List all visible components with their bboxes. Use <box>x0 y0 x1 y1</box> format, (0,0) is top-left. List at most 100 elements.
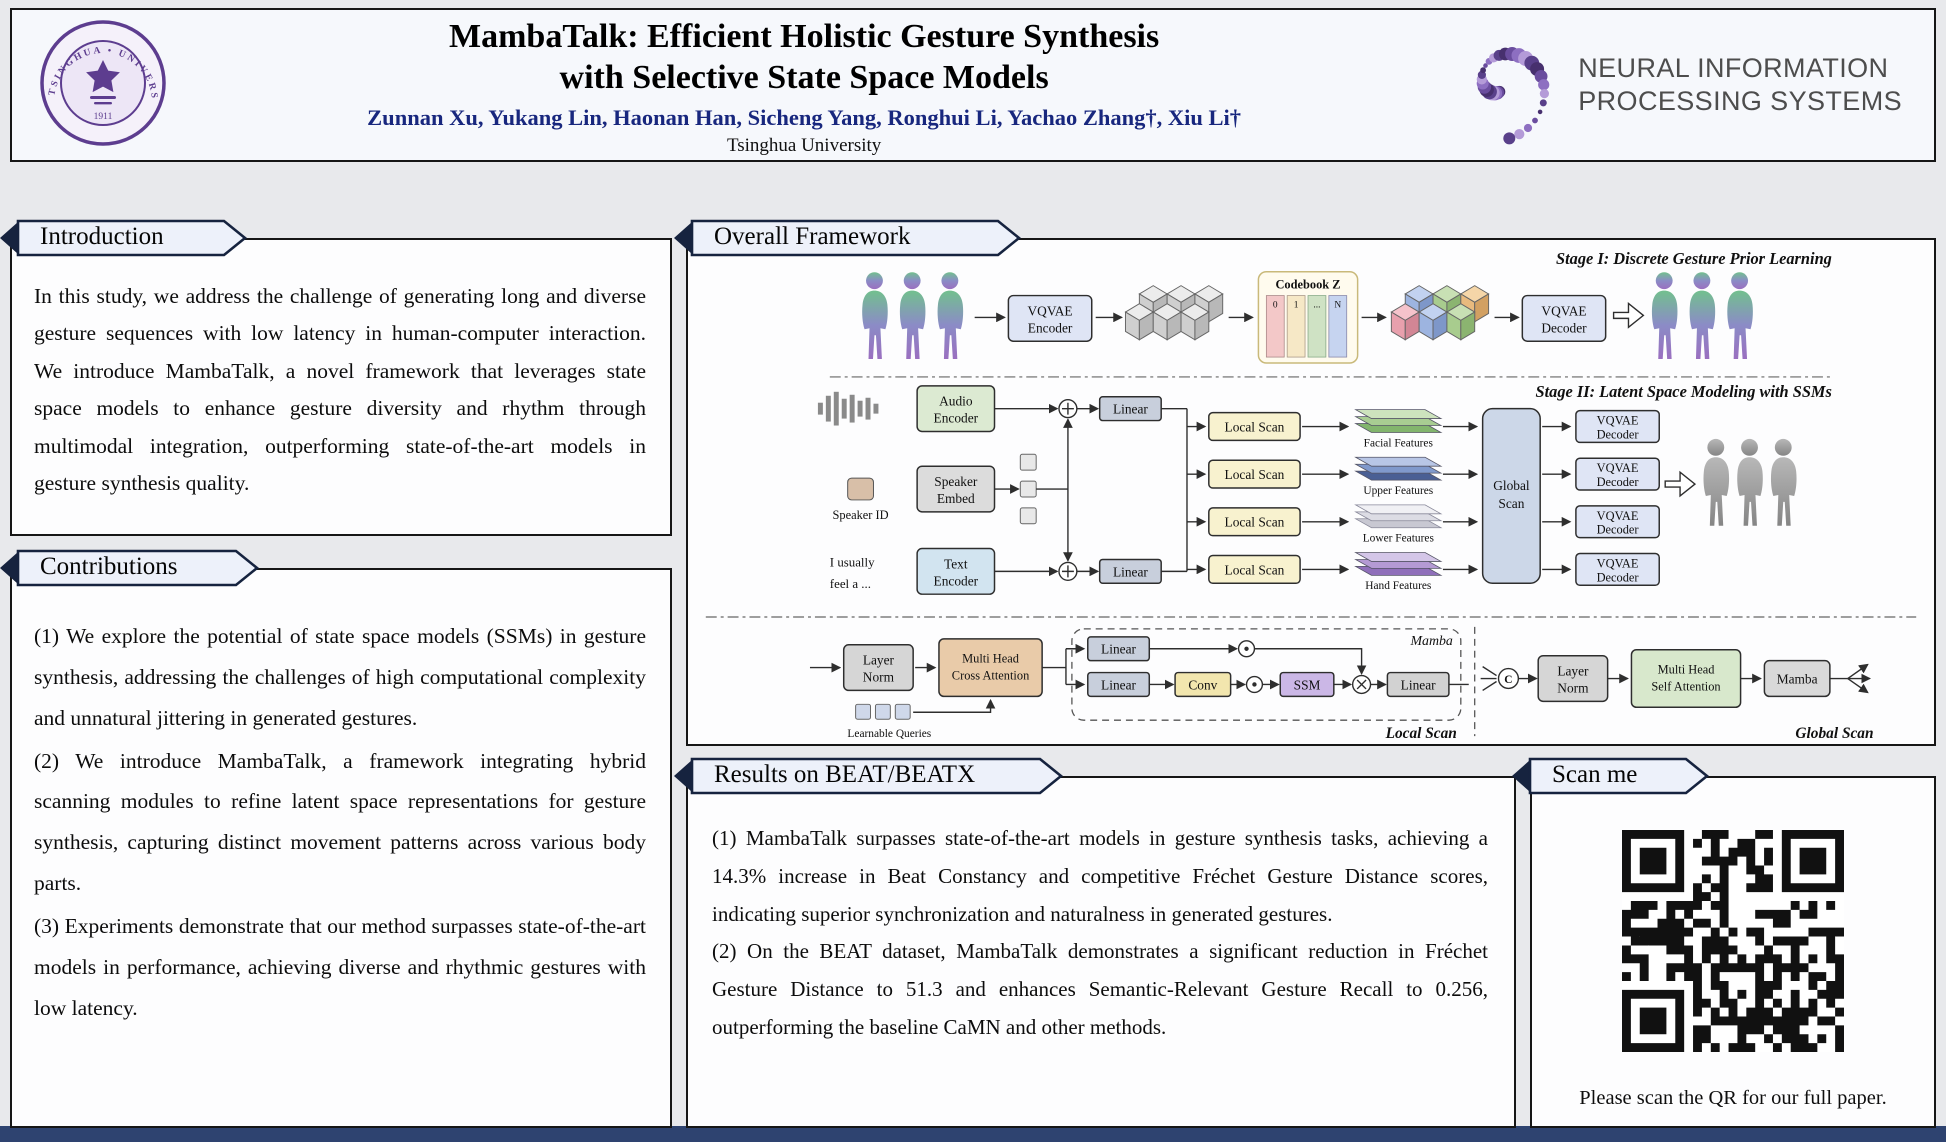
local-scan-box: Local Scan <box>1208 411 1301 442</box>
authors: Zunnan Xu, Yukang Lin, Haonan Han, Siche… <box>367 104 1242 130</box>
mhca-label: Multi Head <box>962 652 1020 666</box>
multiply-symbol <box>1351 674 1372 695</box>
mamba-box: Mamba <box>1763 659 1831 698</box>
neurips-wordmark: NEURAL INFORMATION PROCESSING SYSTEMS <box>1578 52 1902 118</box>
linear-label: Linear <box>1101 677 1136 692</box>
linear-box: Linear <box>1098 396 1162 422</box>
wire <box>1480 666 1497 692</box>
gesture-figures-input <box>862 272 964 360</box>
section-banner-framework: Overall Framework <box>674 218 1024 258</box>
codebook-cell: N <box>1334 300 1341 310</box>
banner-ribbon-icon <box>674 757 1064 795</box>
vqvae-decoder-label: VQVAE <box>1541 303 1586 318</box>
stage1-label: Stage I: Discrete Gesture Prior Learning <box>1556 249 1832 268</box>
affiliation: Tsinghua University <box>726 134 882 156</box>
linear-label: Linear <box>1113 564 1148 579</box>
audio-encoder-box: Audio Encoder <box>916 385 996 433</box>
learnable-queries-squares <box>855 703 911 720</box>
feature-label: Upper Features <box>1363 485 1433 497</box>
codebook-cell: 0 <box>1273 300 1278 310</box>
section-banner-contributions: Contributions <box>0 548 262 588</box>
vqvae-encoder-label: VQVAE <box>1028 303 1073 318</box>
linear-box: Linear <box>1087 671 1151 698</box>
learnable-queries-label: Learnable Queries <box>847 728 931 740</box>
mhca-label: Cross Attention <box>952 669 1029 683</box>
conv-label: Conv <box>1188 677 1217 692</box>
arrow <box>913 698 996 713</box>
local-scan-caption: Local Scan <box>1385 725 1457 742</box>
local-scan-box: Local Scan <box>1208 507 1301 537</box>
local-scan-box: Local Scan <box>1208 554 1301 585</box>
seal-year: 1911 <box>94 112 113 122</box>
contribution-item: (2) We introduce MambaTalk, a framework … <box>34 748 646 896</box>
banner-ribbon-icon <box>1512 757 1710 795</box>
hollow-arrow <box>1612 302 1645 329</box>
neurips-logo: NEURAL INFORMATION PROCESSING SYSTEMS <box>1438 22 1908 148</box>
introduction-panel: In this study, we address the challenge … <box>10 238 672 536</box>
vqvae-decoder-box: VQVAE Decoder <box>1575 552 1660 587</box>
multi-head-self-attention-box: Multi Head Self Attention <box>1630 649 1742 709</box>
speaker-id-label: Speaker ID <box>833 508 889 522</box>
vqvae-decoder-label: VQVAE <box>1597 509 1639 523</box>
feature-label: Lower Features <box>1363 533 1435 545</box>
banner-ribbon-icon <box>674 219 1022 257</box>
hand-feature-stack <box>1354 552 1443 576</box>
banner-ribbon-icon <box>0 219 248 257</box>
arrow <box>1847 677 1869 694</box>
header: TSINGHUA • UNIVERSITY 1911 MambaTalk: Ef… <box>10 8 1936 162</box>
results-title: Results on BEAT/BEATX <box>714 761 976 788</box>
results-panel: (1) MambaTalk surpasses state-of-the-art… <box>686 776 1516 1128</box>
add-symbol <box>1058 561 1078 581</box>
header-title-block: MambaTalk: Efficient Holistic Gesture Sy… <box>170 13 1438 156</box>
add-symbol <box>1058 399 1078 419</box>
vqvae-decoder-label: VQVAE <box>1597 556 1639 570</box>
conv-box: Conv <box>1174 671 1232 698</box>
codebook-cell: 1 <box>1294 300 1299 310</box>
layer-norm-label: Norm <box>1557 680 1589 695</box>
vqvae-decoder-box: VQVAE Decoder <box>1575 409 1660 444</box>
global-scan-label: Scan <box>1498 496 1524 511</box>
neurips-swirl-icon <box>1476 47 1550 145</box>
concat-label: C <box>1504 674 1512 686</box>
vqvae-decoder-label: Decoder <box>1597 570 1640 584</box>
activation-symbol <box>1245 675 1264 694</box>
speaker-id-chip <box>847 477 874 501</box>
linear-label: Linear <box>1101 642 1136 657</box>
gesture-figures-reconstructed <box>1651 272 1753 360</box>
layer-norm-box: Layer Norm <box>1537 654 1609 703</box>
vqvae-decoder-box: VQVAE Decoder <box>1575 505 1660 539</box>
scan-title: Scan me <box>1552 761 1638 788</box>
latent-cubes-gray <box>1124 285 1224 341</box>
speaker-token-squares <box>1019 453 1037 525</box>
audio-encoder-label: Audio <box>939 394 973 409</box>
framework-title: Overall Framework <box>714 223 911 250</box>
multi-head-cross-attention-box: Multi Head Cross Attention <box>938 638 1043 698</box>
results-paragraph: (2) On the BEAT dataset, MambaTalk demon… <box>712 939 1488 1039</box>
layer-norm-box: Layer Norm <box>842 644 914 692</box>
layer-norm-label: Layer <box>1557 664 1589 679</box>
codebook-cell: ... <box>1313 300 1320 310</box>
tsinghua-seal-icon: TSINGHUA • UNIVERSITY 1911 <box>33 11 166 146</box>
results-paragraph: (1) MambaTalk surpasses state-of-the-art… <box>712 826 1488 926</box>
layer-norm-label: Layer <box>863 653 895 668</box>
speaker-embed-label: Speaker <box>934 474 978 489</box>
latent-cubes-quantized <box>1390 285 1490 341</box>
local-scan-label: Local Scan <box>1225 562 1285 577</box>
qr-code <box>1622 830 1844 1052</box>
ssm-label: SSM <box>1294 677 1321 692</box>
contribution-item: (3) Experiments demonstrate that our met… <box>34 913 646 1020</box>
linear-box: Linear <box>1087 636 1151 662</box>
feature-label: Facial Features <box>1364 437 1434 449</box>
arrow <box>1254 648 1367 676</box>
vqvae-decoder-label: Decoder <box>1541 320 1587 335</box>
contributions-panel: (1) We explore the potential of state sp… <box>10 568 672 1128</box>
vqvae-decoder-box: VQVAE Decoder <box>1575 457 1660 491</box>
local-scan-label: Local Scan <box>1225 467 1285 482</box>
section-banner-introduction: Introduction <box>0 218 250 258</box>
poster-title-line1: MambaTalk: Efficient Holistic Gesture Sy… <box>449 18 1160 56</box>
linear-box: Linear <box>1098 558 1162 585</box>
local-scan-label: Local Scan <box>1225 419 1285 434</box>
local-scan-box: Local Scan <box>1208 459 1301 489</box>
contributions-title: Contributions <box>40 553 178 580</box>
lower-feature-stack <box>1354 504 1443 529</box>
